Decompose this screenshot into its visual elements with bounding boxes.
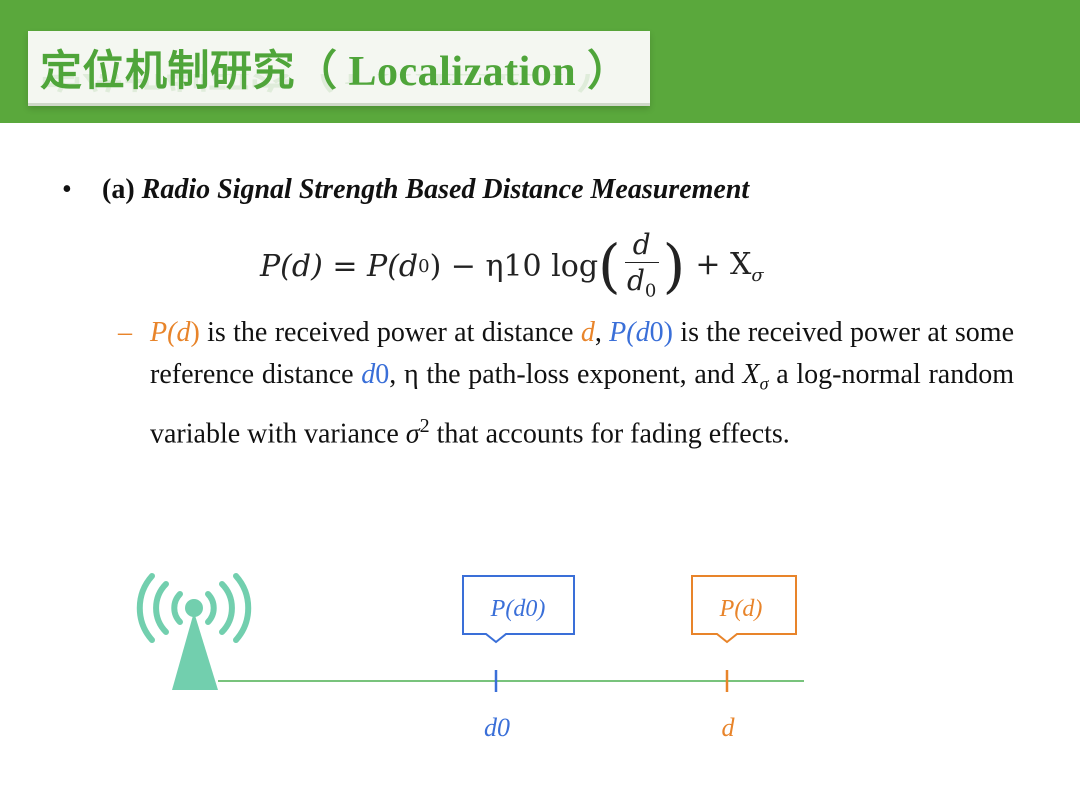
formula-paren-close: ) <box>662 232 686 300</box>
description-paragraph: P(d) is the received power at distance d… <box>150 317 1015 449</box>
distance-diagram: P(d0) P(d) d0 d <box>136 573 804 742</box>
formula-numerator: d <box>632 228 651 262</box>
bullet-title: Radio Signal Strength Based Distance Mea… <box>141 174 750 205</box>
bullet-marker: • <box>62 174 72 205</box>
callout-pd-label: P(d) <box>719 596 763 622</box>
formula-lhs: P(d) = P(d <box>260 248 419 284</box>
callout-pd <box>691 575 797 644</box>
formula-mid: ) − η10 log <box>429 248 599 284</box>
formula-rhs: + Xσ <box>695 246 764 286</box>
axis-label-d0: d0 <box>484 713 510 742</box>
page-title: 定位机制研究（ Localization ） <box>40 48 630 95</box>
axis-label-d: d <box>722 713 736 742</box>
formula-den-sub: 0 <box>644 281 657 303</box>
wireless-tower-icon <box>136 573 252 690</box>
callout-pd0 <box>462 575 575 644</box>
formula-denominator: d <box>626 264 645 298</box>
bullet-heading: • (a) Radio Signal Strength Based Distanc… <box>62 174 749 206</box>
bullet-label: (a) <box>102 174 135 205</box>
sub-bullet-dash: – <box>118 317 132 348</box>
formula-fraction: d d0 <box>624 228 659 303</box>
formula-paren-open: ( <box>598 232 621 300</box>
title-box: 定位机制研究（ Localization ） <box>28 31 650 106</box>
formula-sub0: 0 <box>418 255 430 277</box>
callout-pd0-label: P(d0) <box>490 596 546 622</box>
